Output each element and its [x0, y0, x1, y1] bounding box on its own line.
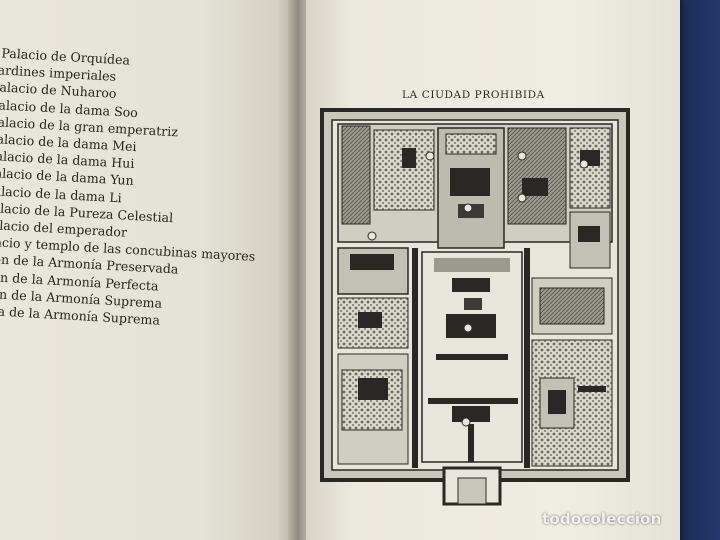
map-legend-list: . Palacio de Orquídea Jardines imperiale… — [0, 44, 266, 334]
watermark: todocoleccion — [542, 510, 662, 528]
forbidden-city-map — [318, 108, 648, 508]
book-gutter — [288, 0, 310, 540]
map-title: LA CIUDAD PROHIBIDA — [402, 89, 545, 101]
forbidden-city-map-drawing — [320, 108, 630, 506]
left-page: . Palacio de Orquídea Jardines imperiale… — [0, 0, 292, 540]
